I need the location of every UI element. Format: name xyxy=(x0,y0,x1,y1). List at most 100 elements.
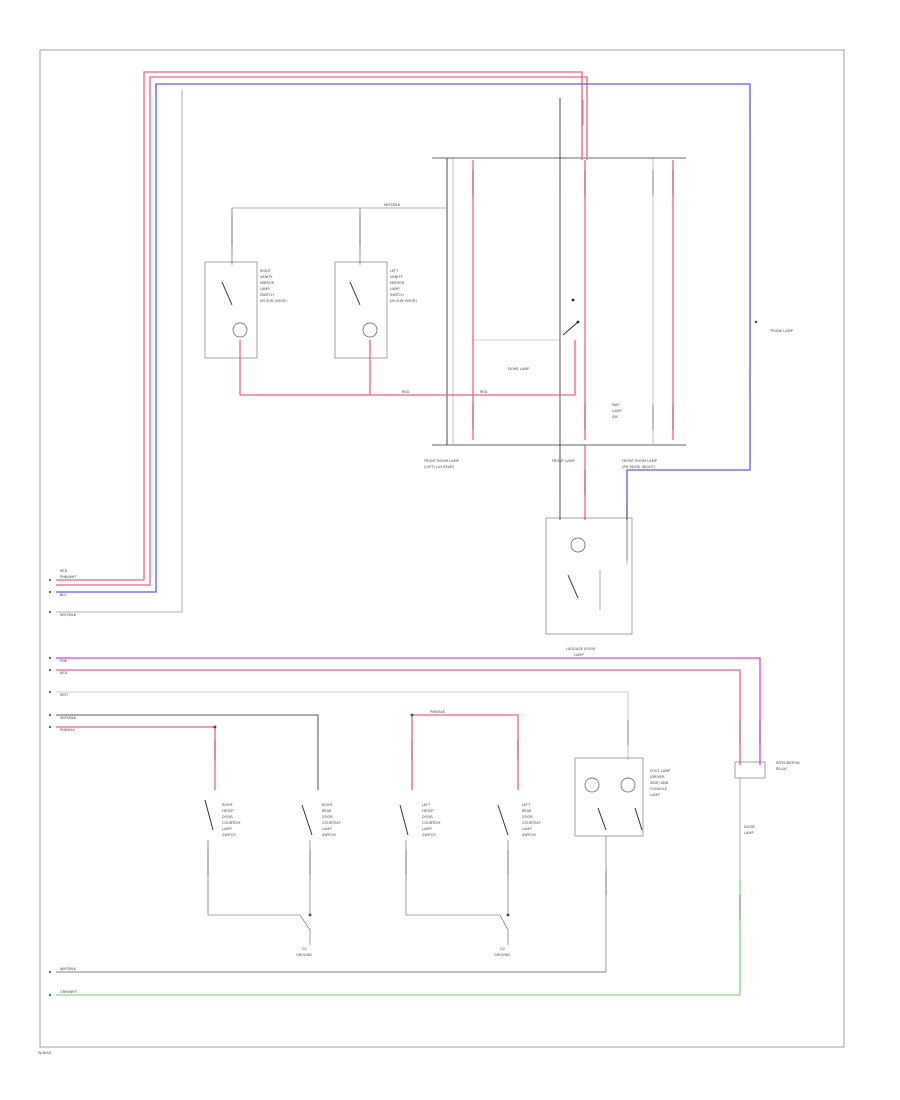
wire-ticks-lower xyxy=(207,100,761,920)
svg-text:REAR: REAR xyxy=(322,809,332,813)
luggage-label-0: LUGGAGE ROOM xyxy=(566,647,595,651)
svg-text:FRONT: FRONT xyxy=(222,809,235,813)
left-label-top-1b: PNK/WHT xyxy=(60,575,77,579)
luggage-lamp xyxy=(545,445,633,635)
front-lamp-left-1: (LEFT) (LH REAR) xyxy=(424,465,455,469)
ground-wire-left xyxy=(207,885,311,945)
ground-right-label-1: GROUND xyxy=(494,953,510,957)
right-vanity-label-4: SWITCH xyxy=(260,293,274,297)
left-label-top-2: BLU xyxy=(60,593,67,597)
foot-lamp xyxy=(574,757,644,972)
foot-lamp-label-4: LAMP xyxy=(650,793,660,797)
svg-text:FRONT: FRONT xyxy=(422,809,435,813)
svg-text:DOOR: DOOR xyxy=(222,815,233,819)
diagram-frame xyxy=(39,49,845,1048)
courtesy-switch-rr xyxy=(301,760,319,915)
wire-pink-mid xyxy=(56,726,216,760)
wire-blue-top xyxy=(56,83,751,593)
svg-text:RIGHT: RIGHT xyxy=(322,803,334,807)
luggage-label-1: LAMP xyxy=(574,653,584,657)
door-lamp-label-1: LAMP xyxy=(744,831,754,835)
svg-text:SWITCH: SWITCH xyxy=(322,833,336,837)
left-vanity-switch xyxy=(334,208,388,395)
wire-red-mid xyxy=(56,669,741,765)
wire-grey-mid xyxy=(56,691,629,760)
left-label-top-3: WHT/BLK xyxy=(60,613,77,617)
left-label-mid-1: PNK xyxy=(60,659,68,663)
right-vanity-switch xyxy=(204,208,258,395)
svg-text:SWITCH: SWITCH xyxy=(222,833,236,837)
map-lamp-label-2: SW xyxy=(612,415,618,419)
foot-lamp-label-3: CONSOLE xyxy=(650,787,667,791)
svg-text:LEFT: LEFT xyxy=(422,803,431,807)
ground-wire-right xyxy=(405,885,509,945)
svg-text:COURTESY: COURTESY xyxy=(522,821,542,825)
pin-ticks-upper xyxy=(446,100,674,430)
svg-text:LAMP: LAMP xyxy=(522,827,532,831)
svg-text:COURTESY: COURTESY xyxy=(422,821,442,825)
front-lamp-right-0: FRONT ROOM LAMP xyxy=(622,459,657,463)
svg-text:RIGHT: RIGHT xyxy=(222,803,234,807)
wire-pink-top-inner xyxy=(56,76,588,586)
svg-text:SWITCH: SWITCH xyxy=(522,833,536,837)
wire-pink-mid-2 xyxy=(412,714,519,760)
door-lamp-label-0: DOOR xyxy=(744,825,755,829)
left-vanity-label-4: SWITCH xyxy=(390,293,404,297)
wire-pink-top-outer xyxy=(56,71,583,581)
svg-text:DOOR: DOOR xyxy=(422,815,433,819)
right-vanity-label-1: VANITY xyxy=(260,275,273,279)
tag-wht-blk-top: WHT/BLK xyxy=(384,203,401,207)
wire-black-mid xyxy=(56,714,319,760)
map-lamp-label-0: MAP xyxy=(612,403,620,407)
left-vanity-label-3: LAMP xyxy=(390,287,400,291)
right-vanity-label-0: RIGHT xyxy=(260,269,272,273)
front-lamp-center: FRONT LAMP xyxy=(552,459,575,463)
trunk-lamp-label: TRUNK LAMP xyxy=(769,329,793,333)
svg-text:LAMP: LAMP xyxy=(422,827,432,831)
svg-text:LEFT: LEFT xyxy=(522,803,531,807)
left-label-mid-2: RED xyxy=(60,671,68,675)
left-connector-dots xyxy=(48,578,52,997)
front-lamp-left-0: FRONT ROOM LAMP xyxy=(424,459,459,463)
left-label-mid-5: PNK/BLK xyxy=(60,728,76,732)
ground-node-left xyxy=(308,913,312,917)
tag-red-2: RED xyxy=(480,390,488,394)
right-vanity-label-5: (IN SUN VISOR) xyxy=(260,299,287,303)
left-vanity-label-1: VANITY xyxy=(390,275,403,279)
courtesy-labels: RIGHT FRONT DOOR COURTESY LAMP SWITCH RI… xyxy=(222,803,542,837)
svg-text:LAMP: LAMP xyxy=(222,827,232,831)
integration-relay xyxy=(734,761,766,995)
svg-text:DOOR: DOOR xyxy=(522,815,533,819)
left-label-mid-4: WHT/BLK xyxy=(60,716,77,720)
courtesy-switch-rf xyxy=(204,760,216,885)
left-vanity-label-5: (IN SUN VISOR) xyxy=(390,299,417,303)
left-label-mid-3: WHT xyxy=(60,693,69,697)
courtesy-switch-lr xyxy=(497,760,519,915)
wire-pink-vanity-return xyxy=(240,340,576,396)
mid-bus-dots xyxy=(213,713,414,729)
foot-lamp-label-0: FOOT LAMP xyxy=(650,769,670,773)
left-label-top-1a: RED xyxy=(60,569,68,573)
svg-text:COURTESY: COURTESY xyxy=(322,821,342,825)
ground-left-label-1: GROUND xyxy=(296,953,312,957)
map-lamp-label-1: LAMP xyxy=(612,409,622,413)
svg-text:DOOR: DOOR xyxy=(322,815,333,819)
svg-text:REAR: REAR xyxy=(522,809,532,813)
blue-wire-connector xyxy=(754,320,758,324)
ground-right-label-0: G2 xyxy=(500,947,505,951)
right-vanity-label-3: LAMP xyxy=(260,287,270,291)
left-vanity-label-0: LEFT xyxy=(390,269,399,273)
dome-lamp-switch xyxy=(473,298,580,341)
ground-left-label-0: G1 xyxy=(302,947,307,951)
svg-text:COURTESY: COURTESY xyxy=(222,821,242,825)
integration-relay-label-1: RELAY xyxy=(776,767,788,771)
svg-text:SWITCH: SWITCH xyxy=(422,833,436,837)
foot-lamp-label-2: SIDE) AND xyxy=(650,781,669,785)
wire-magenta-mid xyxy=(56,657,761,765)
left-label-bottom-2: GRN/WHT xyxy=(60,990,78,994)
tag-pnk-blk-mid: PNK/BLK xyxy=(430,710,446,714)
right-vanity-label-2: MIRROR xyxy=(260,281,275,285)
svg-text:LAMP: LAMP xyxy=(322,827,332,831)
dome-lamp-label: DOME LAMP xyxy=(508,367,529,371)
